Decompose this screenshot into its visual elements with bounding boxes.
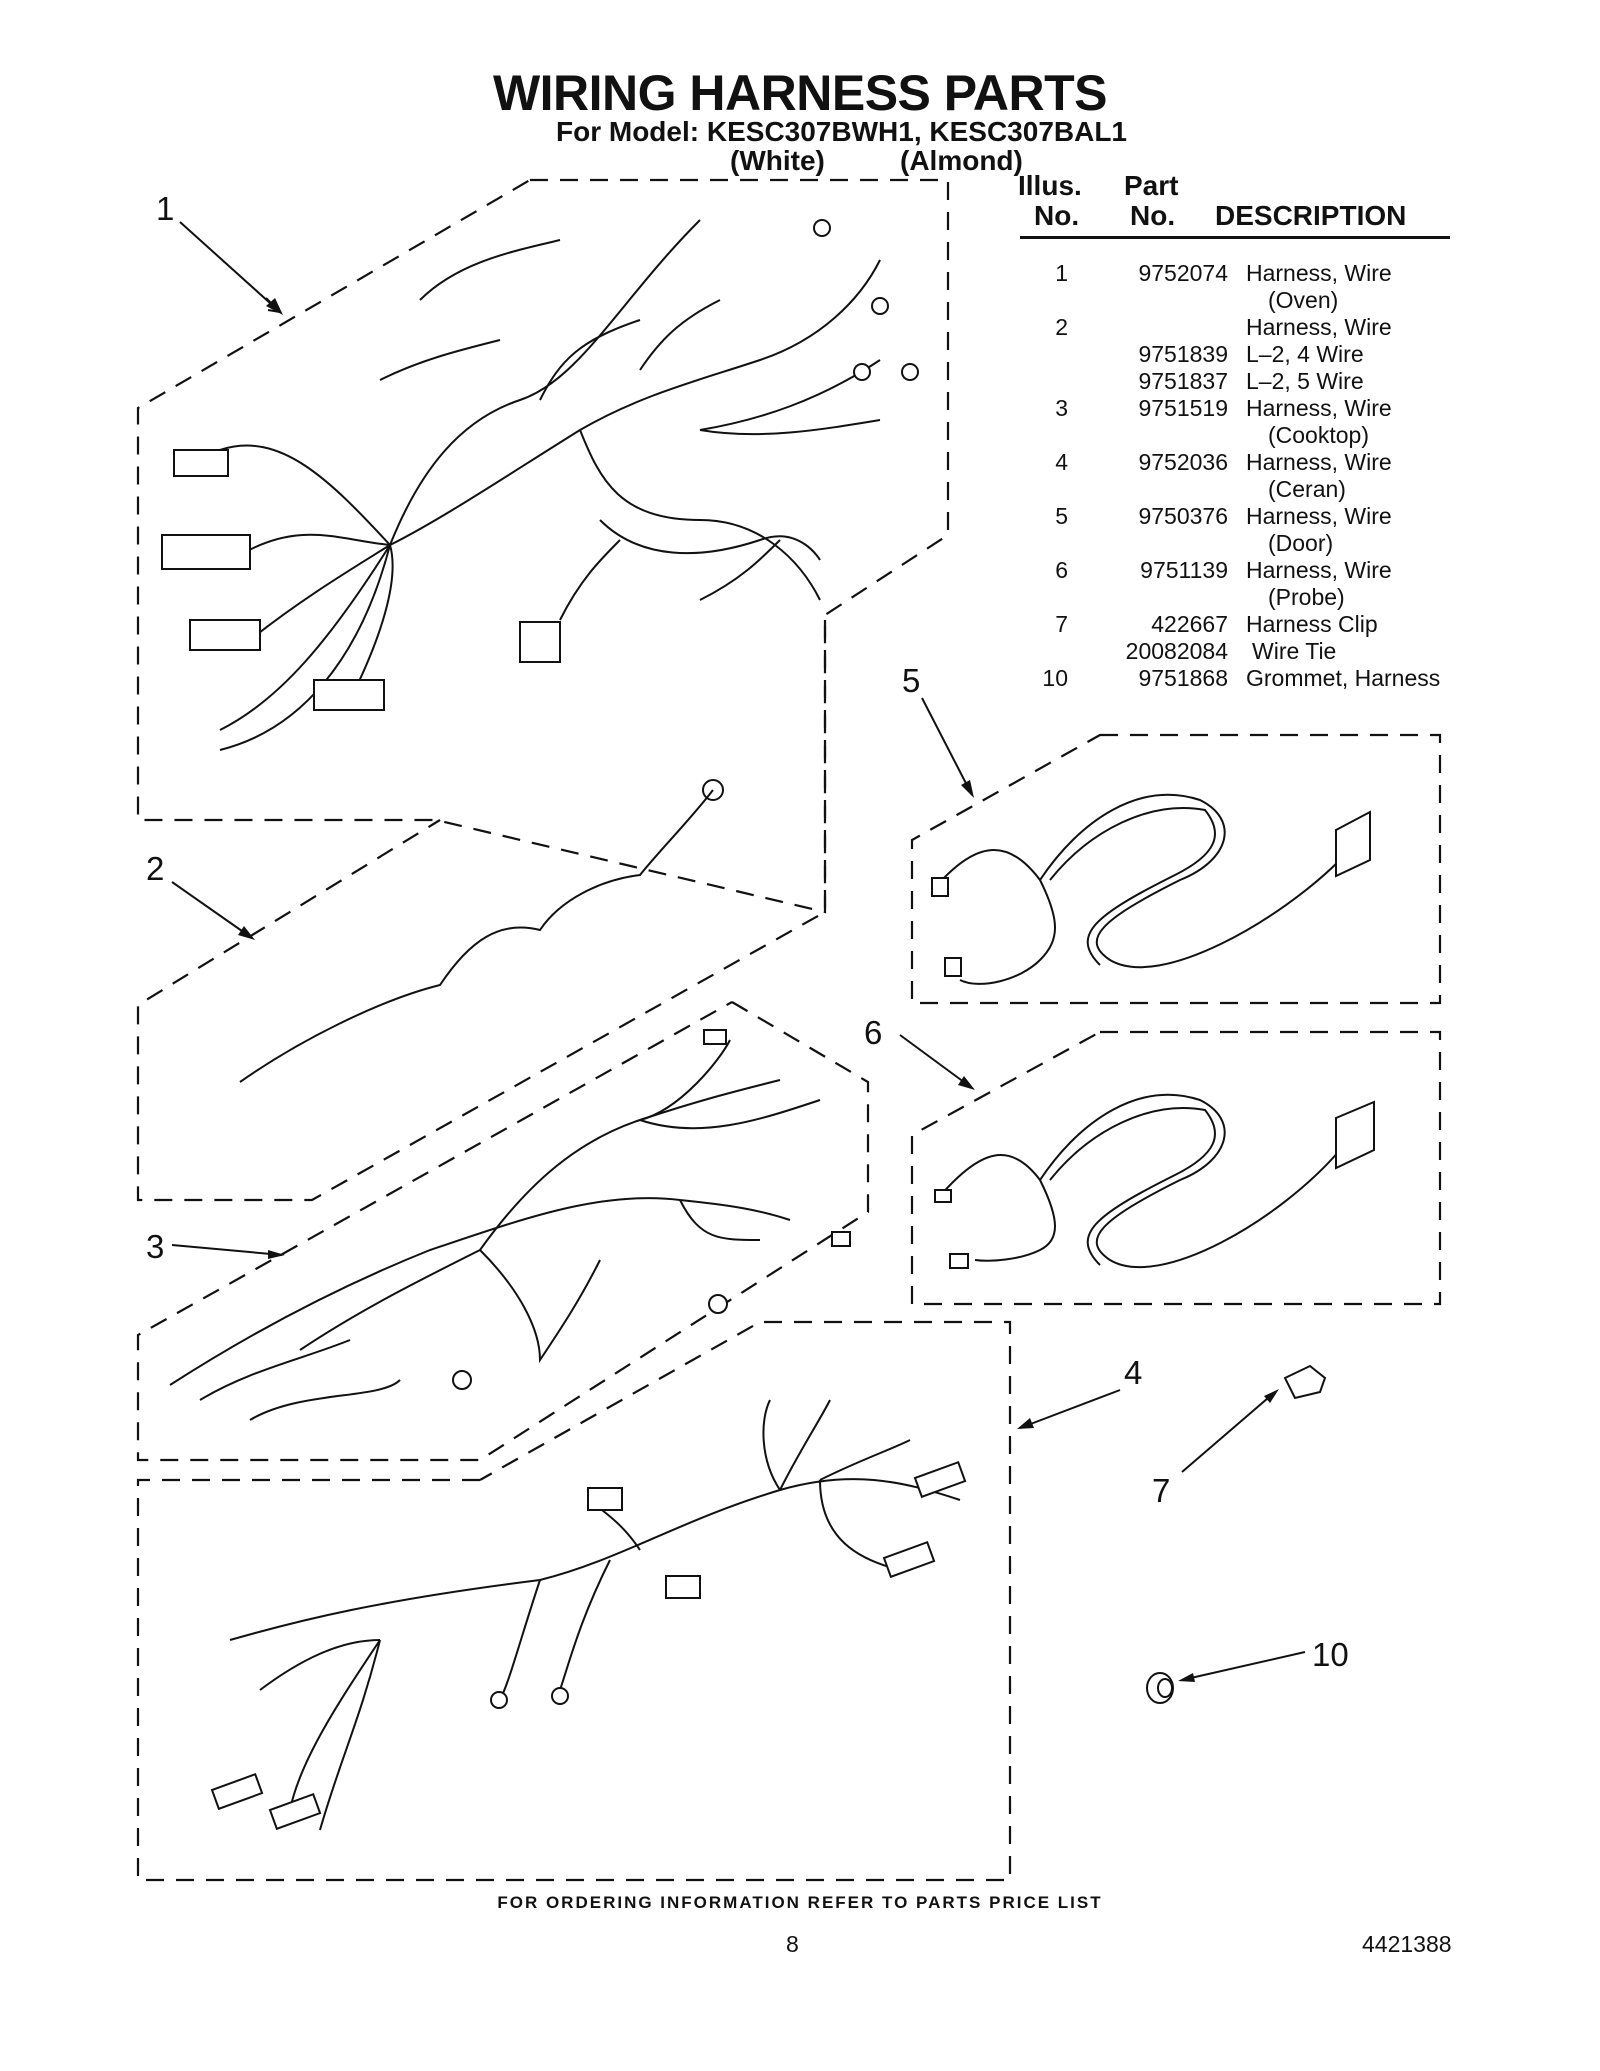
callout-2: 2	[146, 850, 165, 887]
table-row: (Door)	[1268, 530, 1334, 556]
panel-2-outline	[136, 620, 827, 1202]
model-color-almond: (Almond)	[900, 145, 1023, 176]
col-header-illus-1: Illus.	[1018, 170, 1082, 201]
harness-clip-icon	[1283, 1364, 1327, 1400]
model-color-white: (White)	[730, 145, 825, 176]
callout-3: 3	[146, 1228, 165, 1265]
table-header-rule	[1020, 236, 1450, 239]
callout-10: 10	[1312, 1636, 1349, 1673]
table-row: (Oven)	[1268, 287, 1339, 313]
ordering-note: FOR ORDERING INFORMATION REFER TO PARTS …	[497, 1893, 1103, 1912]
col-header-illus-2: No.	[1034, 200, 1080, 231]
page-number: 8	[786, 1931, 799, 1957]
panel-1-outline	[136, 178, 950, 914]
panel-3-outline	[136, 1001, 870, 1462]
panel-4-outline	[136, 1320, 1012, 1882]
panel-6-outline	[910, 1030, 1442, 1306]
col-header-part-1: Part	[1124, 170, 1179, 201]
document-number: 4421388	[1362, 1931, 1452, 1957]
model-line: For Model: KESC307BWH1, KESC307BAL1	[556, 116, 1128, 147]
col-header-description: DESCRIPTION	[1215, 200, 1407, 231]
table-row: (Ceran)	[1268, 476, 1346, 502]
table-row: (Cooktop)	[1268, 422, 1369, 448]
page-title: WIRING HARNESS PARTS	[492, 65, 1108, 121]
callout-5: 5	[902, 662, 921, 699]
callout-6: 6	[864, 1014, 883, 1051]
panel-5-outline	[910, 733, 1442, 1005]
callout-7: 7	[1152, 1472, 1171, 1509]
col-header-part-2: No.	[1130, 200, 1176, 231]
callout-1: 1	[156, 190, 175, 227]
table-row: (Probe)	[1268, 584, 1345, 610]
callout-4: 4	[1124, 1354, 1143, 1391]
grommet-icon	[1146, 1672, 1174, 1704]
